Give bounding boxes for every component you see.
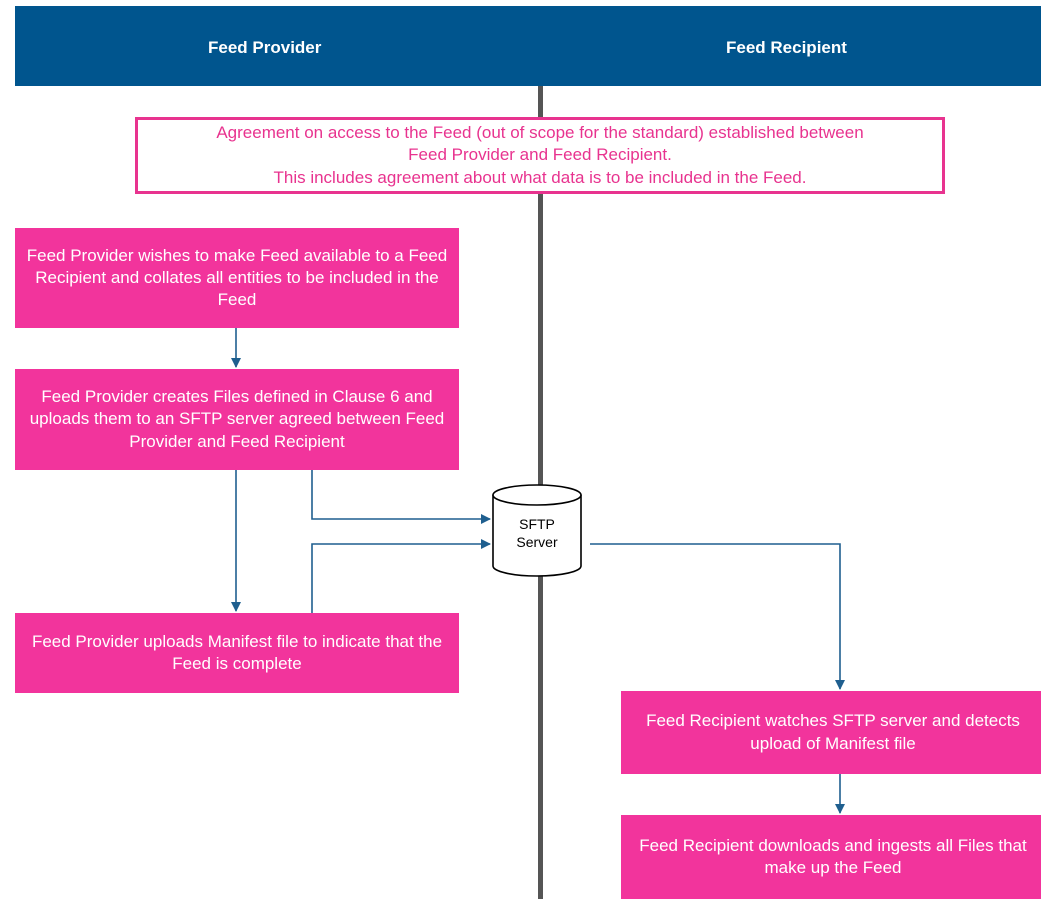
agreement-line3: This includes agreement about what data … bbox=[273, 167, 807, 187]
arrow-manifest-to-server bbox=[311, 539, 491, 615]
sftp-server-label-line1: SFTP bbox=[519, 516, 555, 532]
step-create-files: Feed Provider creates Files defined in C… bbox=[15, 369, 459, 470]
agreement-line2: Feed Provider and Feed Recipient. bbox=[408, 145, 672, 165]
sftp-server-database-icon bbox=[492, 484, 582, 577]
agreement-line1: Agreement on access to the Feed (out of … bbox=[216, 123, 864, 143]
sftp-server-label: SFTP Server bbox=[492, 516, 582, 551]
step-download-files: Feed Recipient downloads and ingests all… bbox=[621, 815, 1041, 899]
lane-title-feed-provider: Feed Provider bbox=[208, 38, 322, 57]
step-watch-sftp: Feed Recipient watches SFTP server and d… bbox=[621, 691, 1041, 774]
arrow-create-to-server bbox=[311, 470, 491, 524]
step-upload-manifest: Feed Provider uploads Manifest file to i… bbox=[15, 613, 459, 693]
sftp-server-label-line2: Server bbox=[516, 533, 558, 550]
arrow-server-to-watch bbox=[590, 543, 845, 690]
lane-title-feed-recipient: Feed Recipient bbox=[726, 38, 847, 57]
agreement-box: Agreement on access to the Feed (out of … bbox=[135, 117, 945, 194]
step-collate-entities: Feed Provider wishes to make Feed availa… bbox=[15, 228, 459, 328]
swimlane-header: Feed Provider Feed Recipient bbox=[15, 6, 1041, 86]
